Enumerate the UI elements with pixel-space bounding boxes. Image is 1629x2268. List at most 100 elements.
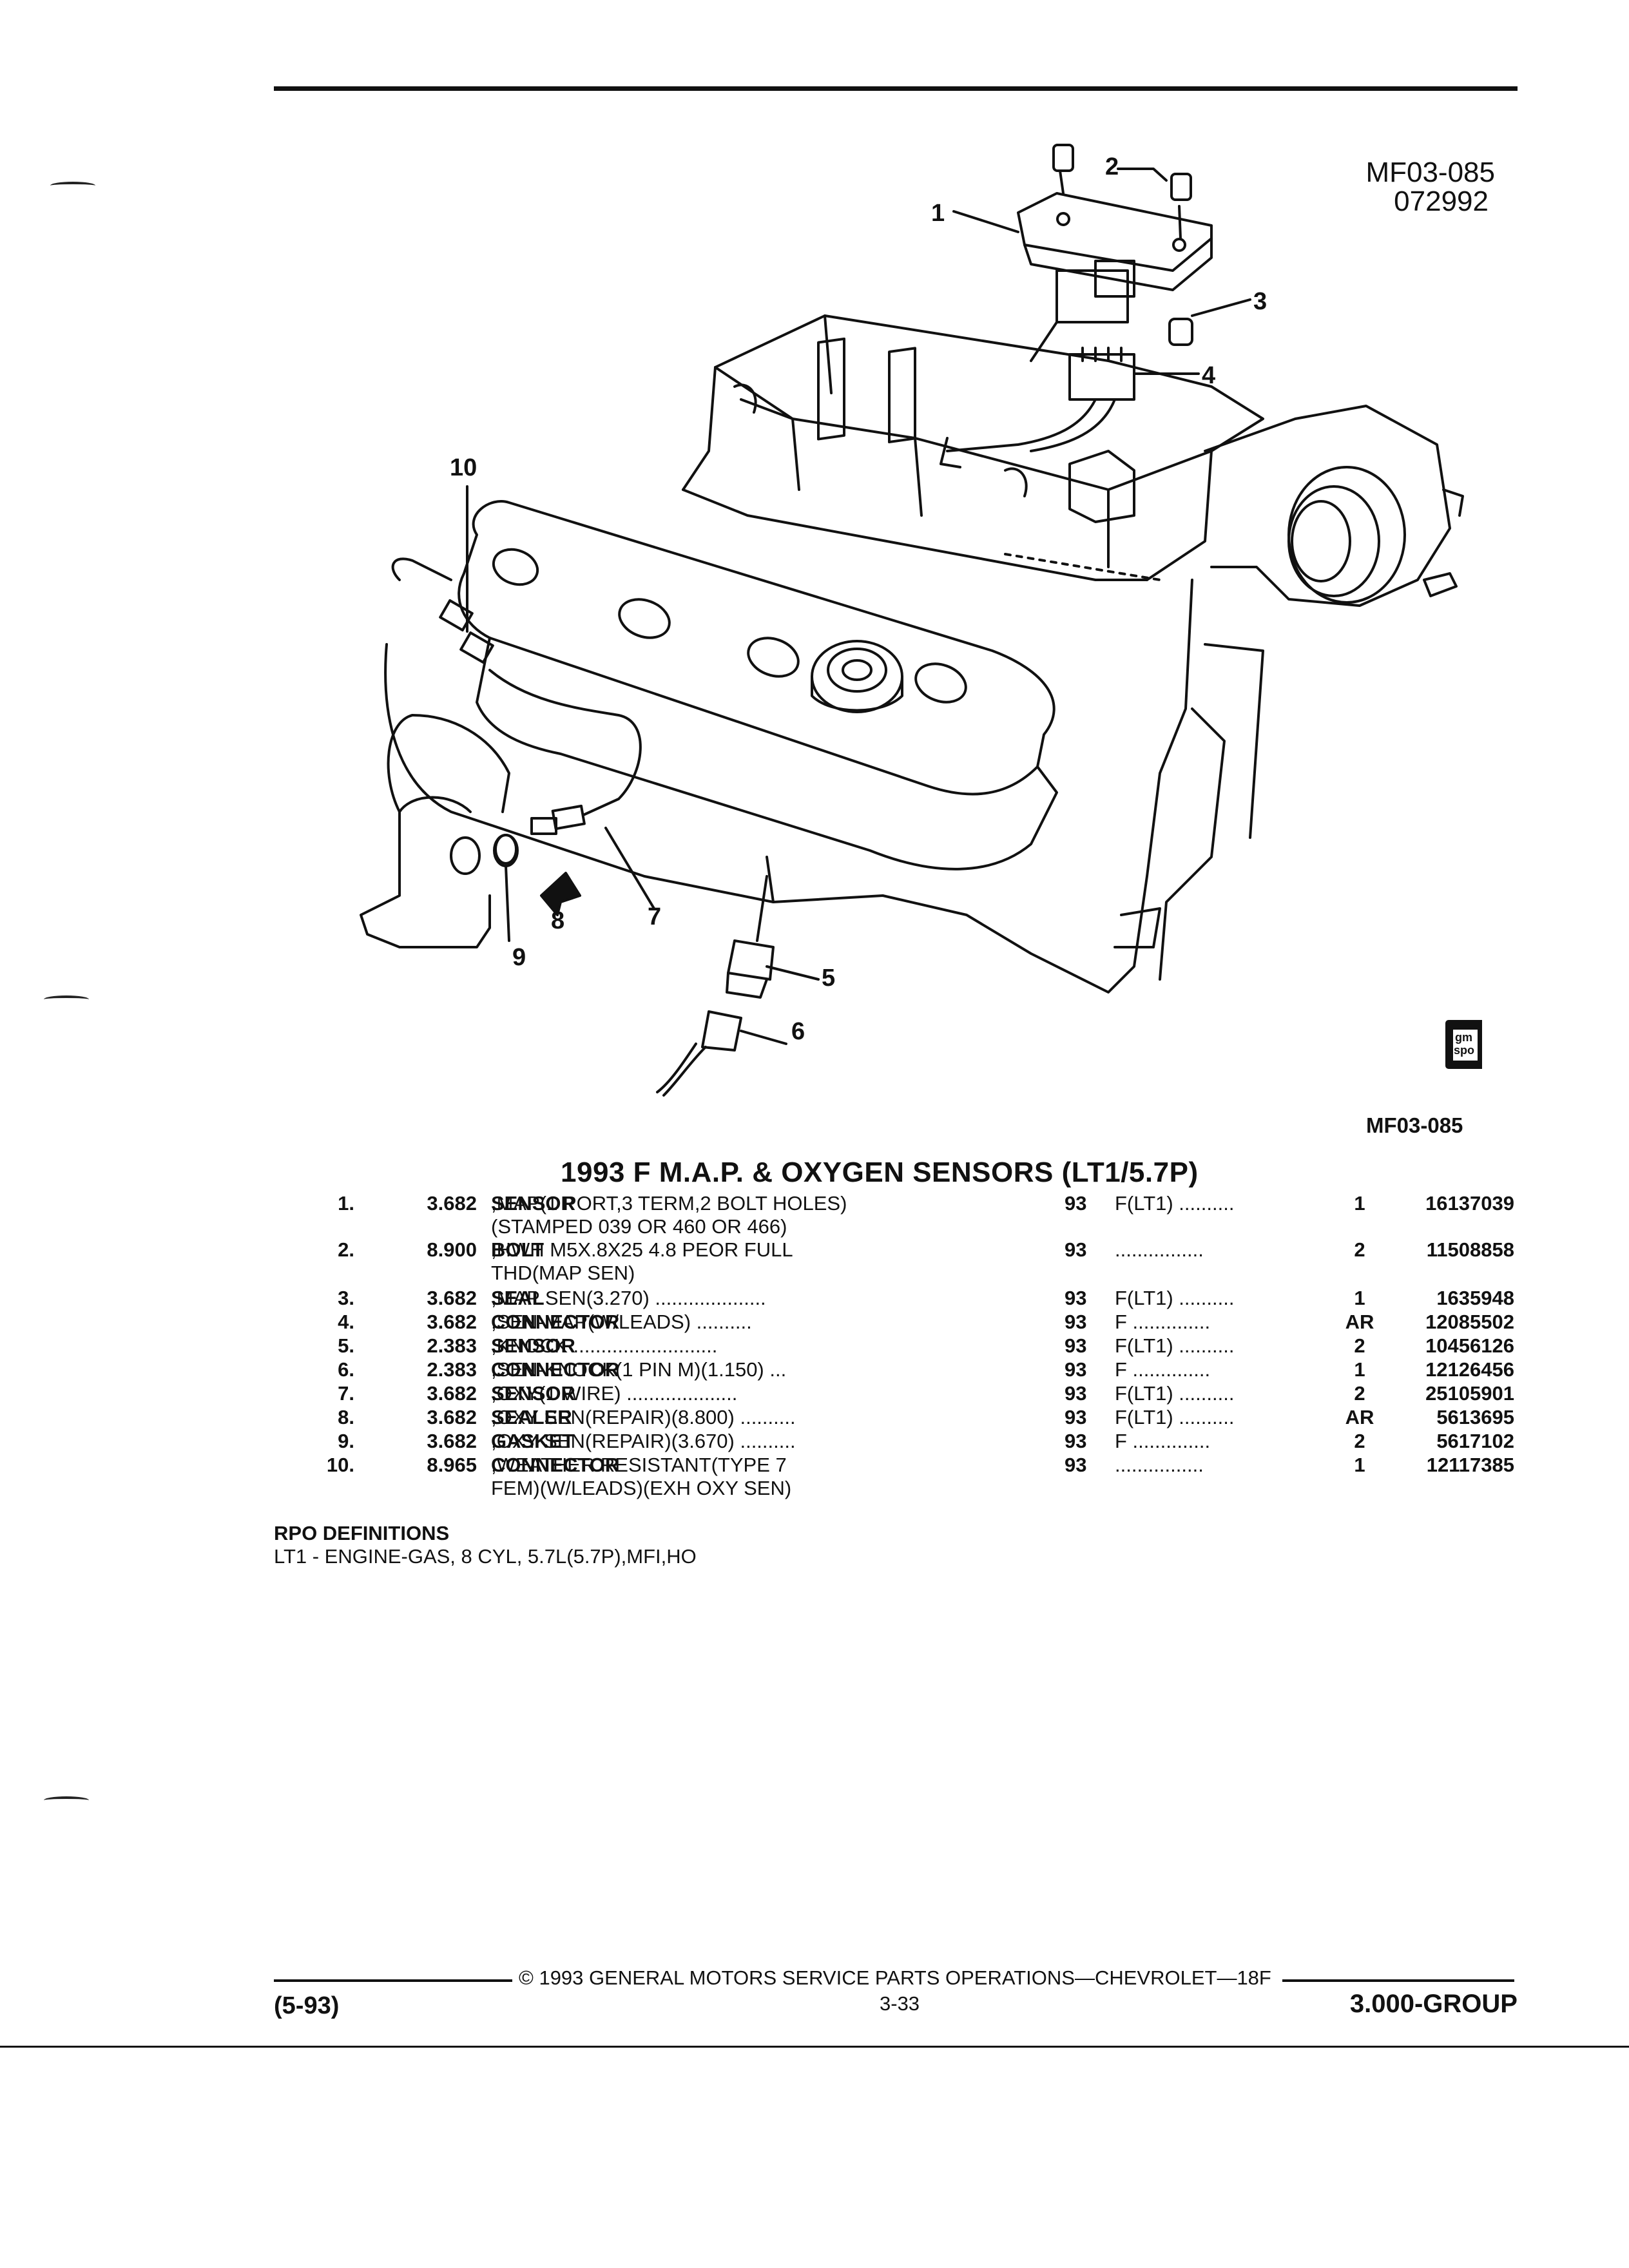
- part-index: 7.: [338, 1382, 354, 1405]
- part-desc: ,SEN-KNOCK(1 PIN M)(1.150) ...: [491, 1358, 787, 1381]
- part-qty: AR: [1345, 1311, 1374, 1333]
- engine-block: [384, 579, 1264, 994]
- part-year: 93: [1065, 1192, 1087, 1215]
- callout-6: 6: [791, 1018, 805, 1045]
- footer-page-number: 3-33: [880, 1992, 920, 2015]
- part-index: 1.: [338, 1192, 354, 1215]
- part-desc: ,MAP(1 PORT,3 TERM,2 BOLT HOLES): [491, 1192, 847, 1215]
- part-year: 93: [1065, 1430, 1087, 1452]
- page-title: 1993 F M.A.P. & OXYGEN SENSORS (LT1/5.7P…: [561, 1157, 1199, 1188]
- exhaust-manifold: [360, 714, 510, 948]
- gm-spo-badge: [1445, 1020, 1482, 1069]
- part-application: ................: [1115, 1454, 1204, 1476]
- part-name: SENSOR: [491, 1382, 575, 1405]
- figure-date-code: 072992: [1394, 186, 1489, 217]
- callout-3: 3: [1253, 288, 1268, 315]
- sealer-arrow: [540, 872, 581, 916]
- callout-10: 10: [450, 454, 477, 481]
- part-name: SEALER: [491, 1406, 572, 1428]
- part-qty: AR: [1345, 1406, 1374, 1428]
- valve-cover: [458, 500, 1058, 870]
- callout-4: 4: [1202, 362, 1216, 389]
- rpo-heading: RPO DEFINITIONS: [274, 1522, 450, 1544]
- part-year: 93: [1065, 1454, 1087, 1476]
- part-index: 2.: [338, 1238, 354, 1261]
- part-qty: 1: [1354, 1454, 1365, 1476]
- footer-group: 3.000-GROUP: [1349, 1990, 1518, 2018]
- part-desc: ,HWH M5X.8X25 4.8 PEOR FULL: [491, 1238, 793, 1261]
- part-desc: ,WEATHER RESISTANT(TYPE 7: [491, 1454, 787, 1476]
- part-desc-cont: (STAMPED 039 OR 460 OR 466): [491, 1215, 787, 1238]
- part-desc-cont: THD(MAP SEN): [491, 1262, 635, 1284]
- part-application: F(LT1) ..........: [1115, 1406, 1235, 1428]
- part-year: 93: [1065, 1334, 1087, 1357]
- part-index: 3.: [338, 1287, 354, 1309]
- footer-rule-left: [274, 1979, 512, 1982]
- part-desc: ,OXY SEN(REPAIR)(3.670) ..........: [491, 1430, 796, 1452]
- part-group: 3.682: [427, 1192, 477, 1215]
- intake-manifold: [682, 314, 1264, 581]
- part-number: 25105901: [1425, 1382, 1514, 1405]
- part-number: 1635948: [1436, 1287, 1514, 1309]
- part-qty: 1: [1354, 1192, 1365, 1215]
- margin-mark: [50, 182, 95, 189]
- rpo-definition: LT1 - ENGINE-GAS, 8 CYL, 5.7L(5.7P),MFI,…: [274, 1545, 697, 1568]
- callout-9: 9: [512, 944, 526, 971]
- part-name: GASKET: [491, 1430, 575, 1452]
- part-number: 10456126: [1425, 1334, 1514, 1357]
- gasket: [493, 834, 519, 942]
- part-number: 16137039: [1425, 1192, 1514, 1215]
- oxygen-sensor: [391, 557, 655, 910]
- footer-copyright: © 1993 GENERAL MOTORS SERVICE PARTS OPER…: [519, 1966, 1271, 1989]
- part-group: 3.682: [427, 1382, 477, 1405]
- part-number: 12085502: [1425, 1311, 1514, 1333]
- part-group: 3.682: [427, 1311, 477, 1333]
- part-index: 10.: [326, 1454, 354, 1476]
- part-name: BOLT: [491, 1238, 545, 1261]
- part-desc: ,KNOCK ..........................: [491, 1334, 718, 1357]
- part-group: 2.383: [427, 1334, 477, 1357]
- part-qty: 2: [1354, 1430, 1365, 1452]
- part-group: 8.900: [427, 1238, 477, 1261]
- part-qty: 2: [1354, 1382, 1365, 1405]
- part-index: 6.: [338, 1358, 354, 1381]
- part-number: 12126456: [1425, 1358, 1514, 1381]
- part-desc: ,SEN-MAP(W/LEADS) ..........: [491, 1311, 752, 1333]
- part-name: SEAL: [491, 1287, 545, 1309]
- knock-sensor: [656, 875, 820, 1097]
- part-application: F(LT1) ..........: [1115, 1382, 1235, 1405]
- part-qty: 1: [1354, 1287, 1365, 1309]
- part-number: 5613695: [1436, 1406, 1514, 1428]
- map-seal: [1168, 298, 1251, 346]
- part-qty: 2: [1354, 1334, 1365, 1357]
- top-rule: [274, 86, 1518, 91]
- callout-5: 5: [822, 965, 836, 992]
- part-desc: ,OXY SEN(REPAIR)(8.800) ..........: [491, 1406, 796, 1428]
- part-qty: 1: [1354, 1358, 1365, 1381]
- part-index: 8.: [338, 1406, 354, 1428]
- margin-mark: [44, 995, 89, 1003]
- part-number: 5617102: [1436, 1430, 1514, 1452]
- part-year: 93: [1065, 1287, 1087, 1309]
- part-desc: ,OXY(1 WIRE) ....................: [491, 1382, 738, 1405]
- part-name: CONNECTOR: [491, 1454, 620, 1476]
- part-application: F(LT1) ..........: [1115, 1192, 1235, 1215]
- leader-lines: [466, 168, 1168, 633]
- badge-text-spo: spo: [1454, 1044, 1475, 1057]
- page-bottom-rule: [0, 2046, 1629, 2048]
- part-number: 12117385: [1426, 1454, 1514, 1476]
- throttle-body: [1204, 405, 1464, 607]
- figure-id: MF03-085: [1365, 157, 1495, 188]
- part-year: 93: [1065, 1358, 1087, 1381]
- part-application: ................: [1115, 1238, 1204, 1261]
- badge-text-gm: gm: [1455, 1031, 1472, 1044]
- figure-id-bottom: MF03-085: [1366, 1113, 1463, 1137]
- part-year: 93: [1065, 1382, 1087, 1405]
- part-desc: ,MAP SEN(3.270) ....................: [491, 1287, 766, 1309]
- part-group: 2.383: [427, 1358, 477, 1381]
- callout-7: 7: [648, 903, 662, 930]
- part-year: 93: [1065, 1238, 1087, 1261]
- part-year: 93: [1065, 1406, 1087, 1428]
- engine-illustration: [360, 144, 1482, 1097]
- part-year: 93: [1065, 1311, 1087, 1333]
